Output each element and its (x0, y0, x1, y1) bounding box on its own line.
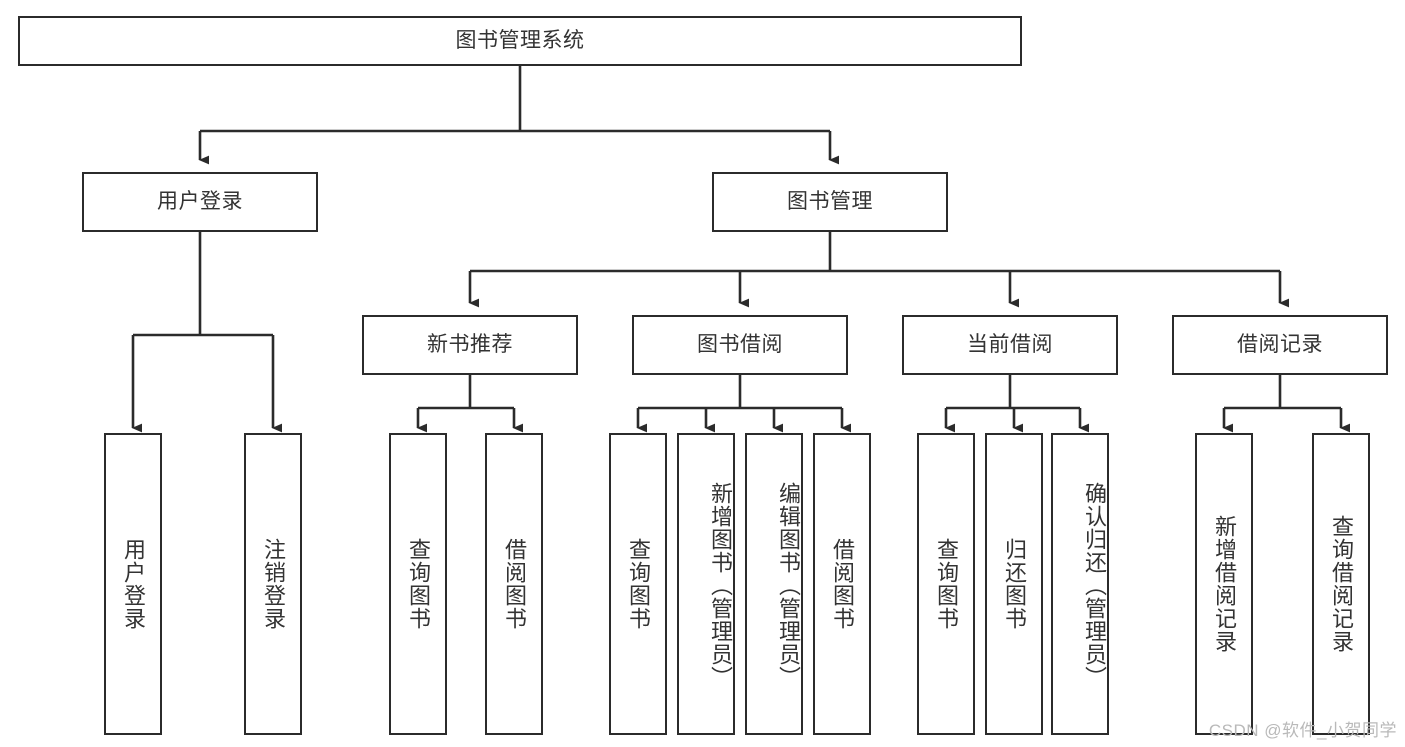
node-leaf-query-book-3-label: 查询图书 (933, 538, 959, 630)
node-leaf-confirm-return[interactable]: 确认归还（管理员） (1051, 433, 1109, 735)
node-leaf-query-book-1[interactable]: 查询图书 (389, 433, 447, 735)
watermark: CSDN @软件_小贺同学 (1208, 721, 1397, 740)
node-leaf-logout[interactable]: 注销登录 (244, 433, 302, 735)
node-leaf-borrow-book-2-label: 借阅图书 (829, 538, 855, 630)
node-leaf-borrow-book-1[interactable]: 借阅图书 (485, 433, 543, 735)
node-leaf-add-record[interactable]: 新增借阅记录 (1195, 433, 1253, 735)
node-leaf-user-login[interactable]: 用户登录 (104, 433, 162, 735)
node-leaf-user-login-label: 用户登录 (120, 538, 146, 630)
node-book-borrow-label: 图书借阅 (697, 333, 783, 357)
node-leaf-edit-book-label: 编辑图书（管理员） (776, 481, 801, 689)
node-leaf-add-book-label: 新增图书（管理员） (708, 481, 733, 689)
node-leaf-borrow-book-1-label: 借阅图书 (501, 538, 527, 630)
node-user-login-label: 用户登录 (157, 190, 243, 214)
node-leaf-query-record[interactable]: 查询借阅记录 (1312, 433, 1370, 735)
node-book-management-label: 图书管理 (787, 190, 873, 214)
node-leaf-return-book-label: 归还图书 (1001, 538, 1027, 630)
node-root-label: 图书管理系统 (455, 29, 585, 53)
node-leaf-query-record-label: 查询借阅记录 (1328, 515, 1354, 653)
node-leaf-edit-book[interactable]: 编辑图书（管理员） (745, 433, 803, 735)
node-leaf-query-book-3[interactable]: 查询图书 (917, 433, 975, 735)
node-leaf-query-book-1-label: 查询图书 (405, 538, 431, 630)
node-new-book-recommend[interactable]: 新书推荐 (362, 315, 578, 375)
node-current-borrow[interactable]: 当前借阅 (902, 315, 1118, 375)
node-leaf-add-book[interactable]: 新增图书（管理员） (677, 433, 735, 735)
node-current-borrow-label: 当前借阅 (967, 333, 1053, 357)
node-user-login[interactable]: 用户登录 (82, 172, 318, 232)
node-root[interactable]: 图书管理系统 (18, 16, 1022, 66)
node-leaf-query-book-2[interactable]: 查询图书 (609, 433, 667, 735)
node-new-book-recommend-label: 新书推荐 (427, 333, 513, 357)
node-leaf-borrow-book-2[interactable]: 借阅图书 (813, 433, 871, 735)
node-borrow-record-label: 借阅记录 (1237, 333, 1323, 357)
node-leaf-add-record-label: 新增借阅记录 (1211, 515, 1237, 653)
node-leaf-return-book[interactable]: 归还图书 (985, 433, 1043, 735)
node-book-management[interactable]: 图书管理 (712, 172, 948, 232)
node-leaf-query-book-2-label: 查询图书 (625, 538, 651, 630)
node-leaf-logout-label: 注销登录 (260, 538, 286, 630)
node-book-borrow[interactable]: 图书借阅 (632, 315, 848, 375)
node-leaf-confirm-return-label: 确认归还（管理员） (1082, 481, 1107, 689)
node-borrow-record[interactable]: 借阅记录 (1172, 315, 1388, 375)
